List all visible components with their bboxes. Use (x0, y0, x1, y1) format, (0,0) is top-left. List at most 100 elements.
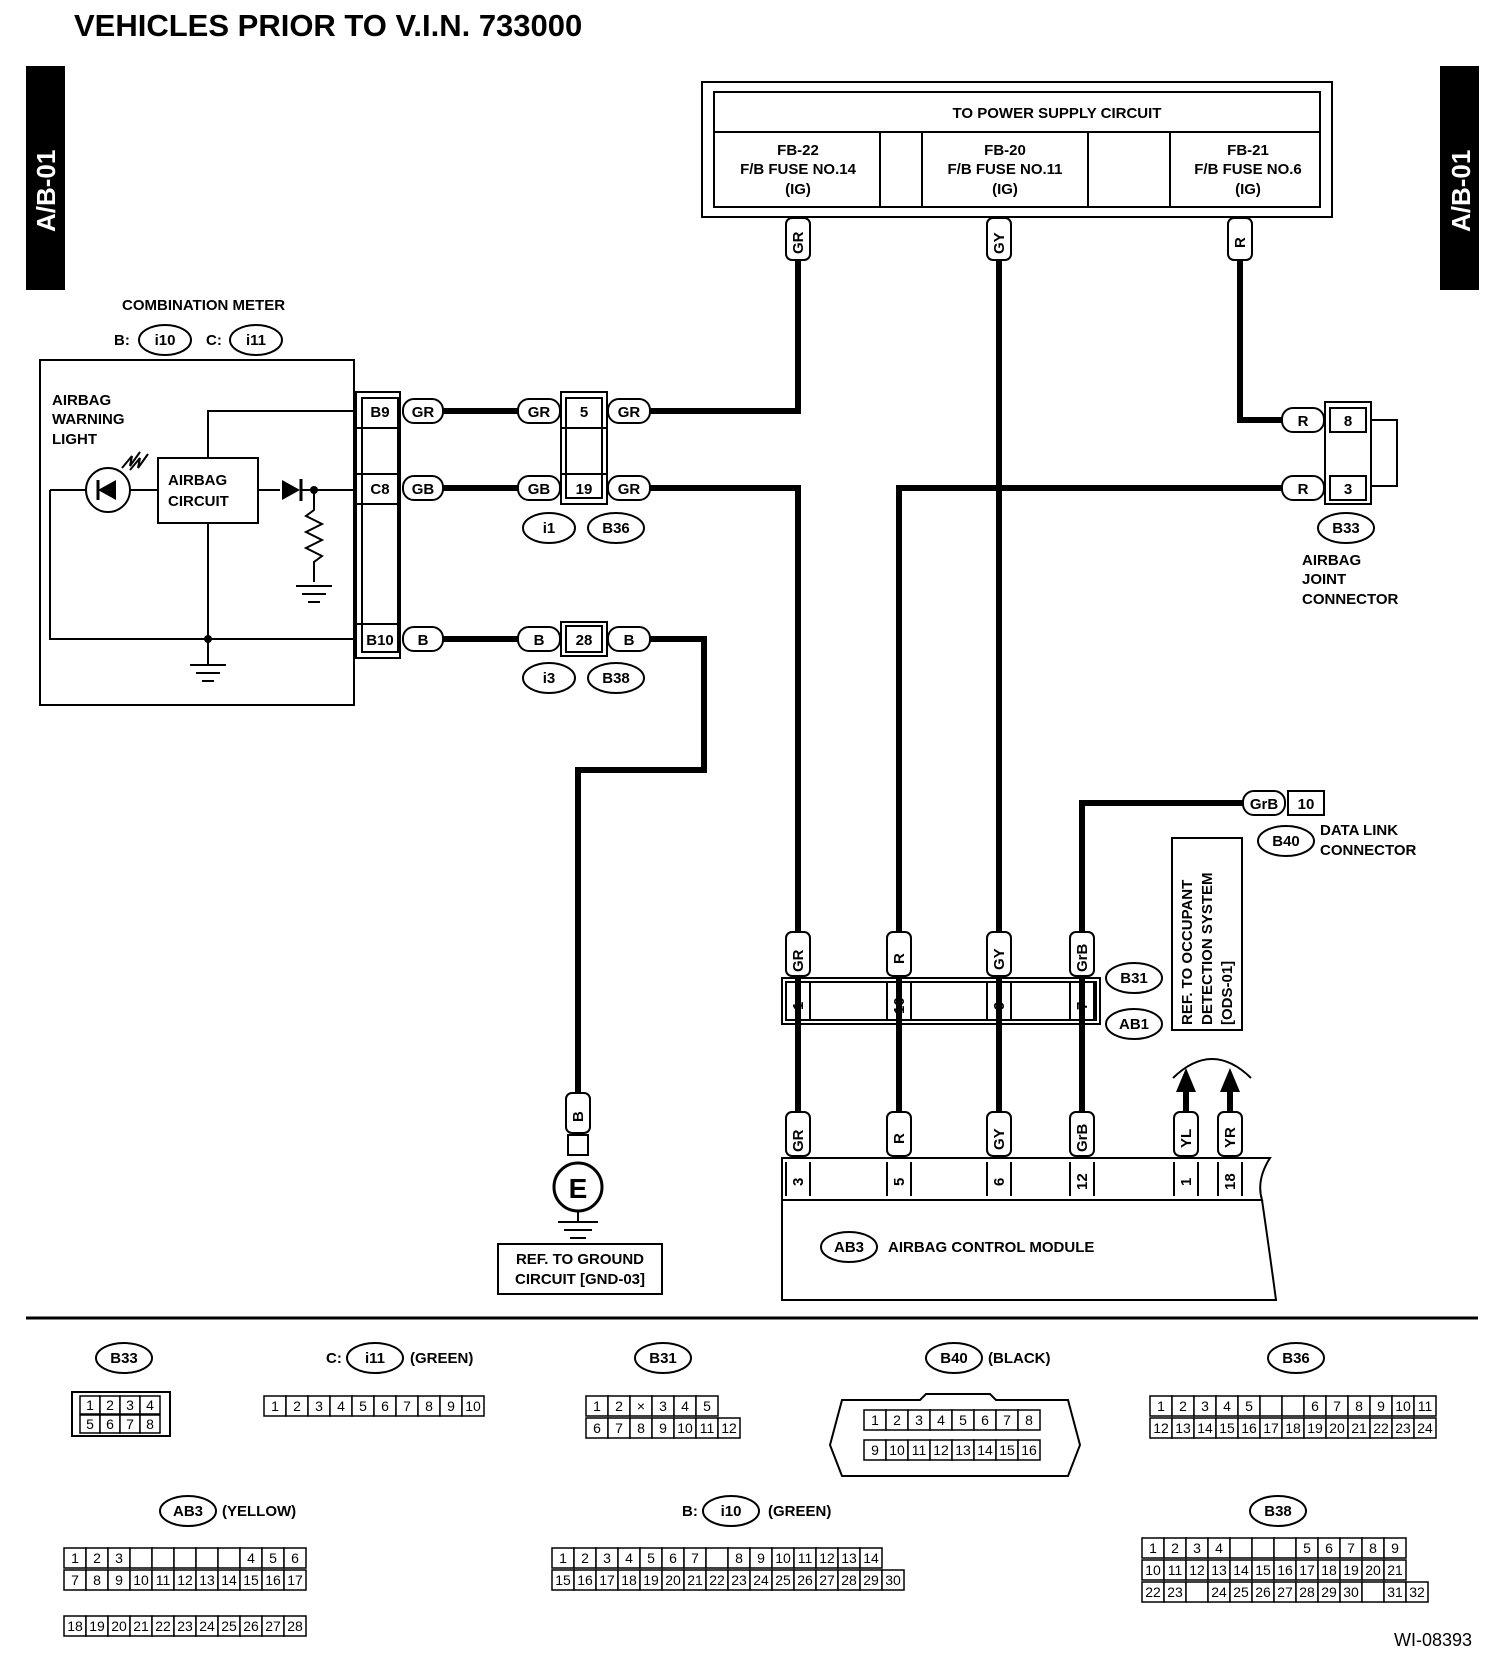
b38-pin-label: 25 (1233, 1584, 1249, 1600)
ab3-cell (129, 1547, 153, 1569)
svg-text:(GREEN): (GREEN) (410, 1350, 473, 1367)
svg-text:i3: i3 (543, 670, 556, 687)
side-tab-left: A/B-01 (26, 66, 65, 290)
svg-text:10: 10 (891, 997, 908, 1014)
b33-pin-label: 2 (106, 1397, 114, 1413)
i10-pin-label: 18 (621, 1572, 637, 1588)
b31-pin-label: 7 (615, 1420, 623, 1436)
combination-meter: COMBINATION METER B: i10 C: i11 AIRBAG W… (39, 297, 444, 706)
meter-pin-c8: C8 (370, 481, 389, 498)
svg-text:B40: B40 (1272, 833, 1300, 850)
b31-pin-label: 5 (703, 1398, 711, 1414)
svg-text:REF. TO GROUND: REF. TO GROUND (516, 1251, 644, 1268)
ab3-pin-label: 25 (221, 1618, 237, 1634)
ab3-pin-label: 21 (133, 1618, 149, 1634)
resistor-icon (303, 490, 325, 582)
ab3-pin-label: 27 (265, 1618, 281, 1634)
b38-pin-label: 18 (1321, 1562, 1337, 1578)
b36-pin-label: 15 (1219, 1420, 1235, 1436)
svg-text:REF. TO OCCUPANT: REF. TO OCCUPANT (1179, 880, 1196, 1025)
svg-text:B40: B40 (940, 1350, 968, 1367)
b36-pin-label: 11 (1418, 1398, 1433, 1414)
svg-text:9: 9 (991, 1002, 1008, 1010)
svg-text:B31: B31 (649, 1350, 677, 1367)
svg-text:R: R (891, 1133, 908, 1144)
b40-pin-label: 5 (959, 1412, 967, 1428)
svg-text:GR: GR (790, 949, 807, 972)
svg-text:JOINT: JOINT (1302, 571, 1346, 588)
svg-text:R: R (1298, 413, 1309, 430)
b31-pin-label: 4 (681, 1398, 689, 1414)
b38-pin-label: 28 (1299, 1584, 1315, 1600)
i10-pin-label: 26 (797, 1572, 813, 1588)
i10-pin-label: 17 (599, 1572, 615, 1588)
svg-text:C:: C: (206, 332, 222, 349)
svg-text:GR: GR (412, 404, 435, 421)
b38-pin-label: 12 (1189, 1562, 1205, 1578)
b38-pin-label: 24 (1211, 1584, 1227, 1600)
ab3-pin-label: 14 (221, 1572, 237, 1588)
i11-pin-label: 6 (381, 1398, 389, 1414)
svg-text:1: 1 (1178, 1178, 1195, 1186)
ab3-pin-label: 18 (67, 1618, 83, 1634)
ab3-pin-label: 6 (291, 1550, 299, 1566)
ab3-pin-label: 19 (89, 1618, 105, 1634)
b40-cell (1017, 1439, 1041, 1461)
b36-pin-label: 19 (1307, 1420, 1323, 1436)
b31-cell (695, 1395, 719, 1417)
i11-pin-label: 4 (337, 1398, 345, 1414)
wire-tag-fb22: GR (785, 217, 811, 261)
b38-pin-label: 10 (1145, 1562, 1161, 1578)
svg-text:R: R (891, 953, 908, 964)
i10-cell (859, 1547, 883, 1569)
b33-pin-label: 8 (146, 1416, 154, 1432)
svg-text:GrB: GrB (1250, 796, 1279, 813)
b38-pin-label: 32 (1409, 1584, 1425, 1600)
ab3-cell (283, 1615, 307, 1637)
b38-pin-label: 11 (1168, 1562, 1183, 1578)
b38-pin-label: 1 (1149, 1540, 1157, 1556)
side-tab-right-label: A/B-01 (1446, 150, 1476, 232)
b40-pin-label: 3 (915, 1412, 923, 1428)
control-module-label: AIRBAG CONTROL MODULE (888, 1239, 1094, 1256)
svg-text:AIRBAG: AIRBAG (52, 392, 111, 409)
fuse-fb21-desc: F/B FUSE NO.6 (1194, 161, 1302, 178)
b40-pin-label: 10 (889, 1442, 905, 1458)
fuse-fb21-name: FB-21 (1227, 142, 1269, 159)
b38-pin-label: 31 (1387, 1584, 1403, 1600)
b40-pin-label: 8 (1025, 1412, 1033, 1428)
meter-connector-i10: i10 (155, 332, 176, 349)
i10-pin-label: 8 (735, 1550, 743, 1566)
i10-pin-label: 13 (841, 1550, 857, 1566)
svg-text:B: B (534, 632, 545, 649)
ab3-cell (283, 1569, 307, 1591)
i10-pin-label: 28 (841, 1572, 857, 1588)
svg-text:18: 18 (1222, 1173, 1239, 1190)
b36-cell (1413, 1395, 1437, 1417)
b36-pin-label: 10 (1395, 1398, 1411, 1414)
i11-cell (461, 1395, 485, 1417)
i10-pin-label: 1 (559, 1550, 567, 1566)
ab3-pin-label: 4 (247, 1550, 255, 1566)
b36-pin-label: 18 (1285, 1420, 1301, 1436)
svg-text:28: 28 (576, 632, 593, 649)
b36-pin-label: 7 (1333, 1398, 1341, 1414)
svg-text:GR: GR (790, 1129, 807, 1152)
b38-pin-label: 16 (1277, 1562, 1293, 1578)
svg-text:B38: B38 (1264, 1503, 1292, 1520)
b38-pin-label: 7 (1347, 1540, 1355, 1556)
b38-pin-label: 9 (1391, 1540, 1399, 1556)
fuse-fb21-type: (IG) (1235, 181, 1261, 198)
svg-text:(YELLOW): (YELLOW) (222, 1503, 296, 1520)
svg-text:B:: B: (114, 332, 130, 349)
svg-text:B33: B33 (110, 1350, 138, 1367)
svg-text:1: 1 (790, 1002, 807, 1010)
b38-pin-label: 15 (1255, 1562, 1271, 1578)
b38-cell (1273, 1537, 1297, 1559)
b38-pin-label: 2 (1171, 1540, 1179, 1556)
b38-pin-label: 21 (1387, 1562, 1403, 1578)
i11-pin-label: 5 (359, 1398, 367, 1414)
ab3-pin-label: 20 (111, 1618, 127, 1634)
b38-pin-label: 29 (1321, 1584, 1337, 1600)
